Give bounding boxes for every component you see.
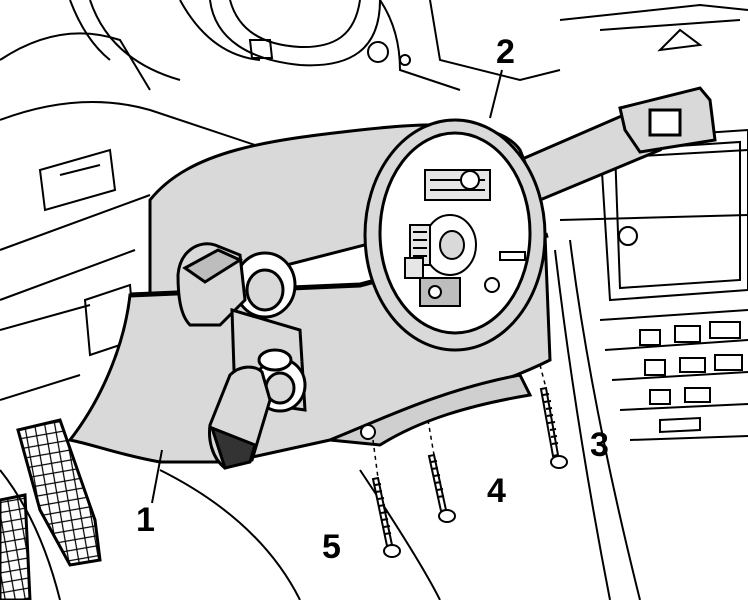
screw-4	[427, 453, 456, 523]
pedal	[16, 418, 102, 567]
callout-2-upper-cover: 2	[496, 33, 515, 71]
clock-spring-internals	[404, 169, 526, 307]
center-console	[554, 128, 748, 600]
screw-5	[371, 476, 401, 558]
ignition-lock	[176, 242, 297, 327]
screw-3	[539, 386, 568, 469]
dashboard-background	[0, 0, 748, 401]
floor-trim	[0, 469, 441, 600]
wiper-stalk	[517, 86, 717, 202]
callout-5-screw: 5	[322, 528, 341, 566]
screw-hole	[360, 424, 376, 440]
callout-4-screw: 4	[487, 472, 506, 510]
screw-guide-lines	[372, 364, 547, 479]
lower-flange	[329, 373, 533, 447]
callout-1-lower-cover: 1	[136, 501, 155, 539]
leader-lines	[151, 69, 503, 504]
dimmer-knob	[208, 365, 272, 470]
callout-3-screw: 3	[590, 426, 609, 464]
pedal-lower	[0, 493, 32, 600]
